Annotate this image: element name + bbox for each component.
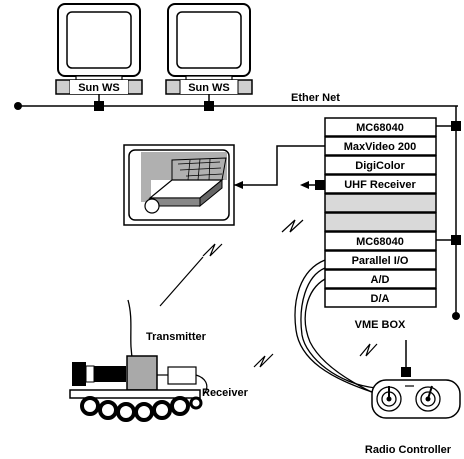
vme-empty-slot-1	[324, 193, 437, 213]
vme-module-digicolor: DigiColor	[355, 160, 405, 172]
vme-module-maxvideo: MaxVideo 200	[344, 141, 417, 153]
vme-module-uhf-receiver: UHF Receiver	[344, 179, 416, 191]
camera-body	[94, 366, 126, 382]
video-connections	[234, 145, 325, 190]
vme-empty-slot-2	[324, 212, 437, 232]
receiver-label: Receiver	[202, 387, 249, 399]
radio-controller-label: Radio Controller	[365, 444, 452, 456]
vme-module-da: D/A	[371, 293, 390, 305]
workstation-2-label: Sun WS	[188, 82, 230, 94]
ethernet-bus	[14, 94, 461, 320]
video-monitor	[123, 144, 235, 226]
sun-workstation-1: Sun WS	[55, 3, 143, 95]
receiver-module	[167, 366, 197, 385]
vme-module-ad: A/D	[371, 274, 390, 286]
camera-lens	[72, 362, 86, 386]
robot-vehicle	[69, 299, 208, 422]
radio-signals	[159, 219, 378, 368]
vme-module-parallel-io: Parallel I/O	[352, 255, 409, 267]
transmitter-label: Transmitter	[146, 331, 207, 343]
camera-housing	[126, 355, 158, 391]
vme-module-mc68040-2: MC68040	[356, 236, 404, 248]
vme-box: MC68040 MaxVideo 200 DigiColor UHF Recei…	[324, 117, 437, 308]
radio-controller	[371, 340, 461, 419]
sun-workstation-2: Sun WS	[165, 3, 253, 95]
ethernet-label: Ether Net	[291, 92, 340, 104]
controller-cables	[294, 259, 381, 397]
track-wheels	[80, 396, 203, 422]
vme-module-mc68040-1: MC68040	[356, 122, 404, 134]
vme-box-label: VME BOX	[355, 319, 406, 331]
workstation-1-label: Sun WS	[78, 82, 120, 94]
